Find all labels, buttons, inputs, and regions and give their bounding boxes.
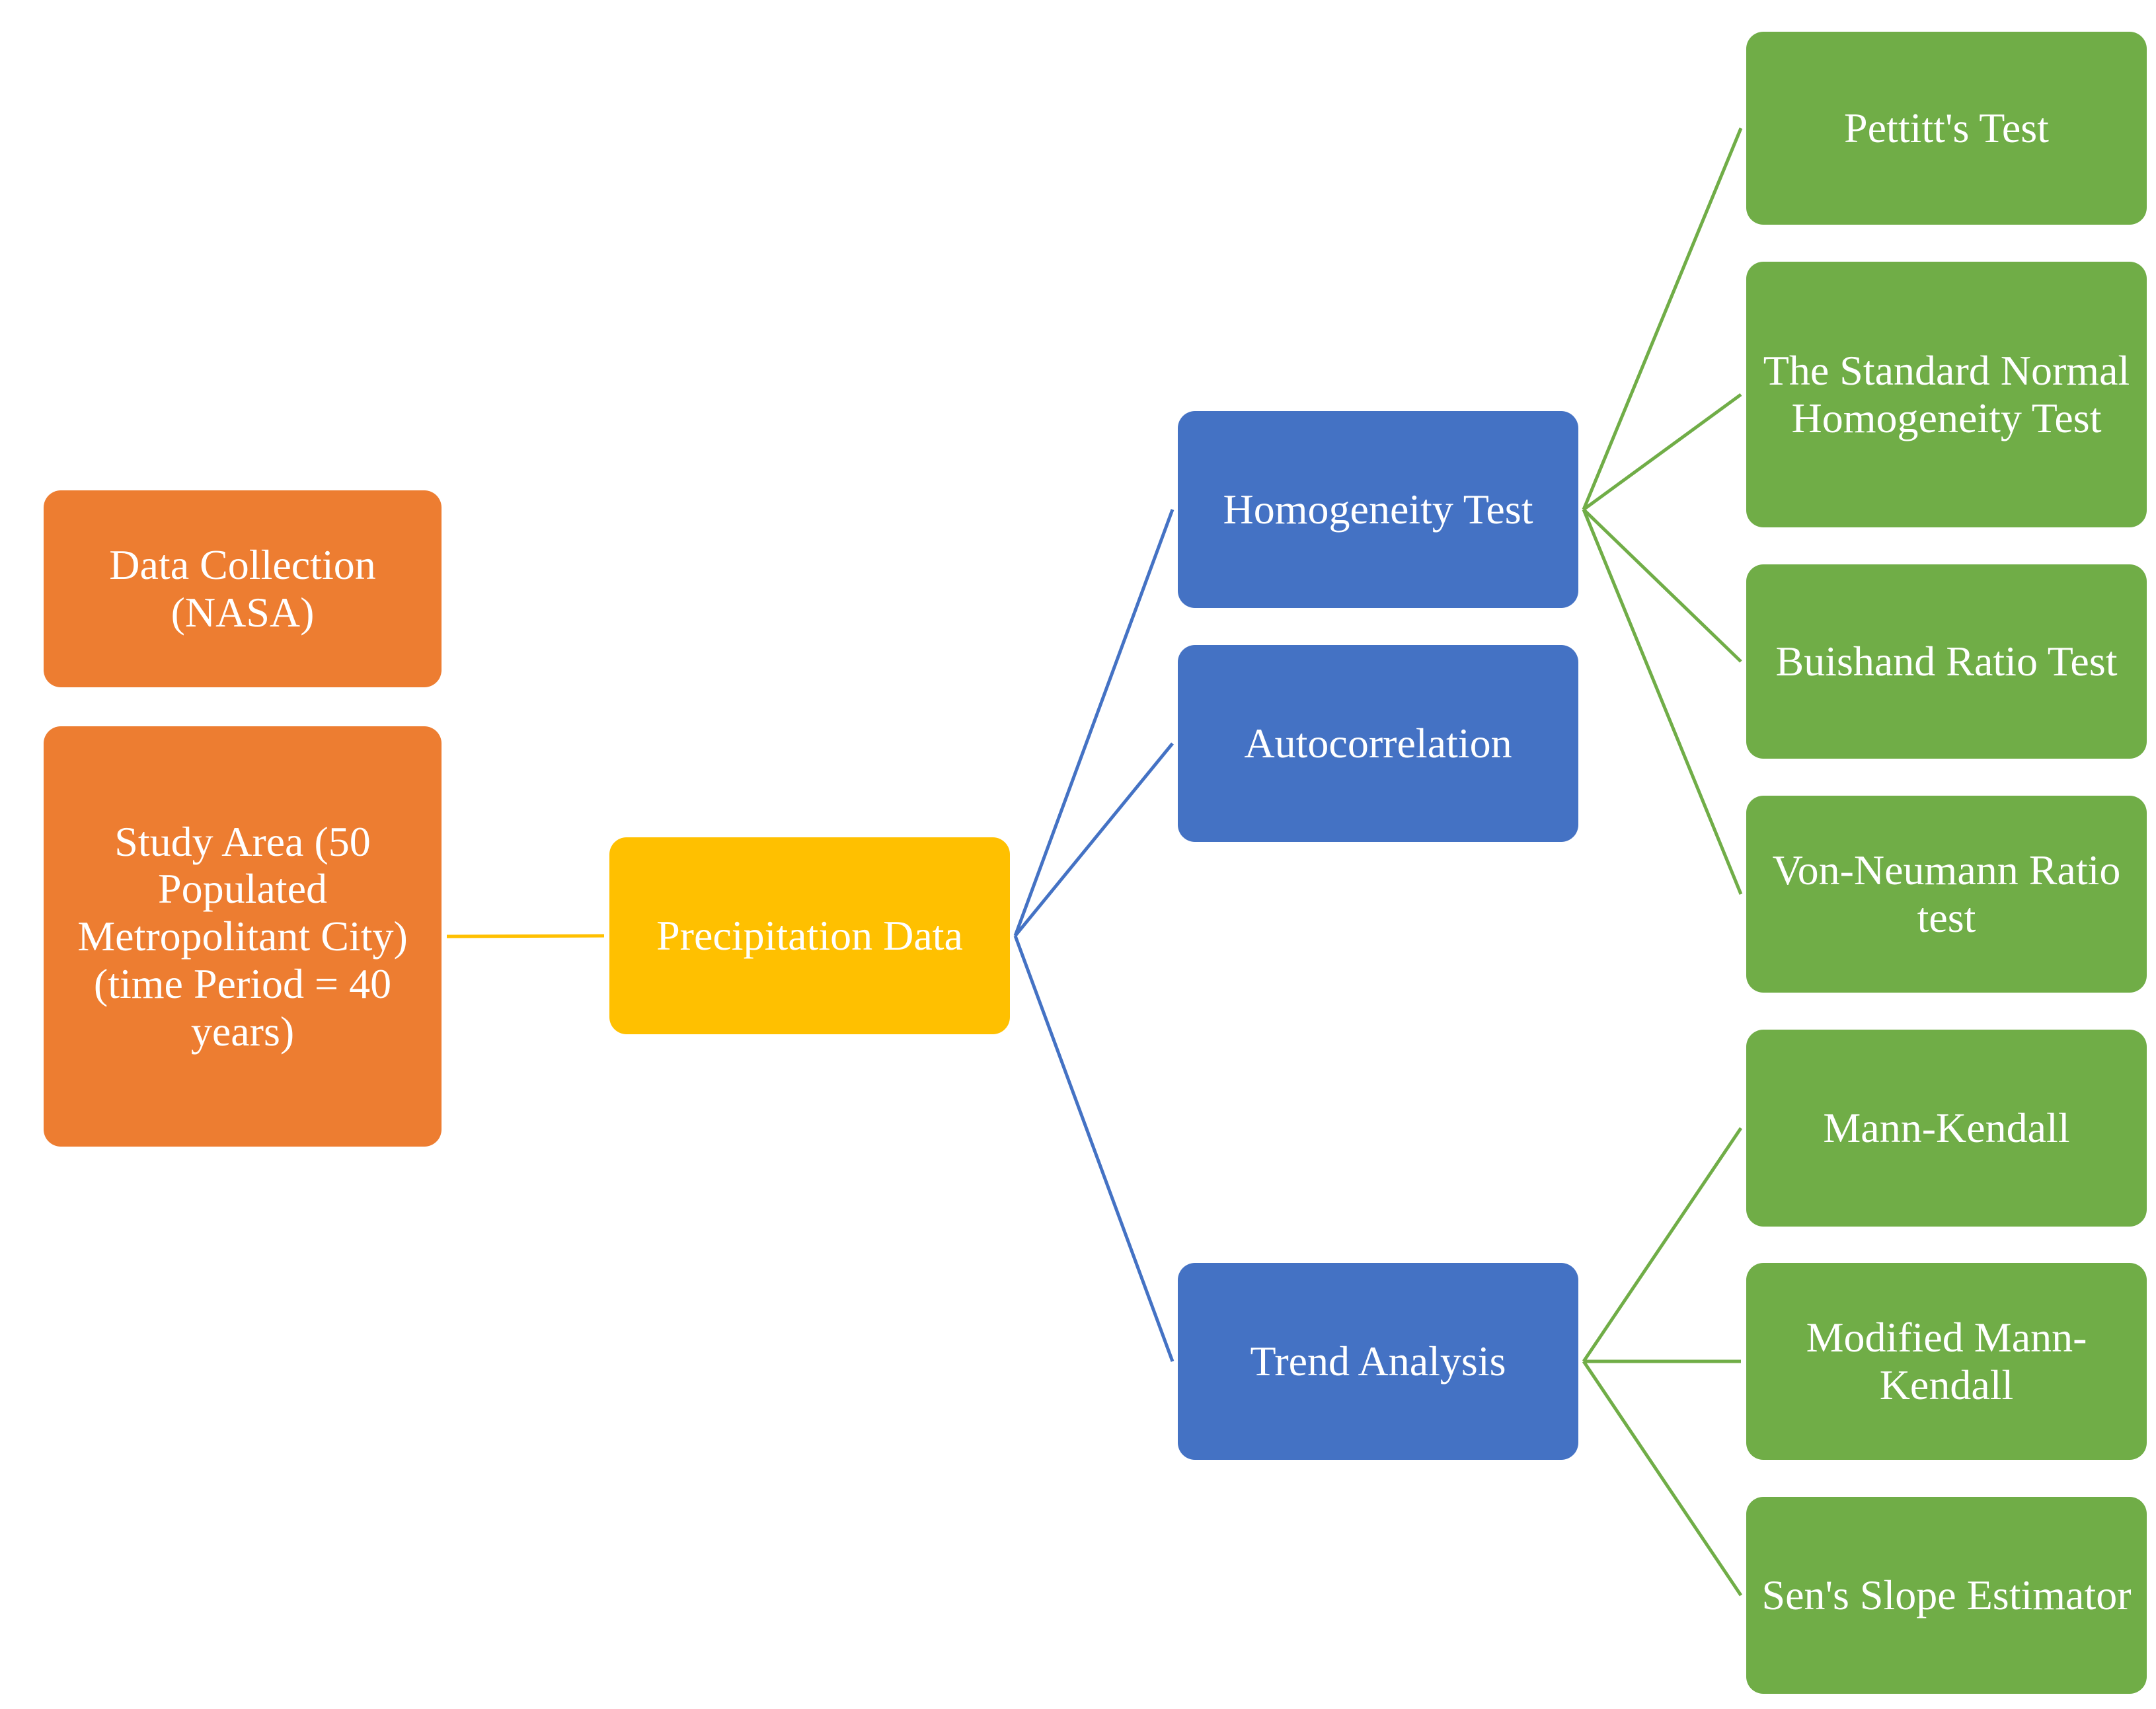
trend-analysis-node: Trend Analysis	[1178, 1263, 1578, 1460]
connector-homogeneity-to-pettitt	[1582, 128, 1743, 510]
connector-precipitation-to-trend	[1013, 935, 1174, 1362]
connector-homogeneity-to-vonneumann	[1582, 509, 1743, 895]
data-collection-label: Data Collection (NASA)	[109, 541, 376, 636]
mann-kendall-node: Mann-Kendall	[1746, 1030, 2147, 1227]
homogeneity-test-node: Homogeneity Test	[1178, 411, 1578, 608]
connector-homogeneity-to-buishand	[1582, 508, 1742, 663]
autocorrelation-node: Autocorrelation	[1178, 645, 1578, 842]
mann-kendall-label: Mann-Kendall	[1823, 1104, 2070, 1152]
connector-precipitation-to-autocorrelation	[1014, 742, 1174, 937]
pettitt-test-node: Pettitt's Test	[1746, 32, 2147, 225]
precipitation-data-node: Precipitation Data	[609, 837, 1010, 1034]
study-area-label: Study Area (50 Populated Metropolitant C…	[77, 817, 408, 1055]
precipitation-data-label: Precipitation Data	[656, 912, 963, 960]
snht-node: The Standard Normal Homogeneity Test	[1746, 262, 2147, 527]
trend-analysis-label: Trend Analysis	[1250, 1338, 1506, 1385]
von-neumann-ratio-test-node: Von-Neumann Ratio test	[1746, 796, 2147, 993]
sens-slope-estimator-node: Sen's Slope Estimator	[1746, 1497, 2147, 1694]
von-neumann-ratio-test-label: Von-Neumann Ratio test	[1772, 847, 2121, 941]
buishand-ratio-test-node: Buishand Ratio Test	[1746, 564, 2147, 759]
homogeneity-test-label: Homogeneity Test	[1223, 486, 1533, 533]
connector-trend-to-mk	[1582, 1127, 1743, 1363]
pettitt-test-label: Pettitt's Test	[1844, 104, 2049, 152]
study-area-node: Study Area (50 Populated Metropolitant C…	[44, 726, 442, 1147]
connector-precipitation-to-homogeneity	[1013, 509, 1174, 936]
connector-trend-to-sens	[1582, 1360, 1743, 1597]
snht-label: The Standard Normal Homogeneity Test	[1763, 347, 2130, 441]
connector-homogeneity-to-snht	[1582, 393, 1742, 512]
autocorrelation-label: Autocorrelation	[1244, 720, 1512, 767]
data-collection-node: Data Collection (NASA)	[44, 490, 442, 687]
modified-mann-kendall-label: Modified Mann-Kendall	[1806, 1314, 2087, 1408]
sens-slope-estimator-label: Sen's Slope Estimator	[1761, 1572, 2132, 1619]
modified-mann-kendall-node: Modified Mann-Kendall	[1746, 1263, 2147, 1460]
buishand-ratio-test-label: Buishand Ratio Test	[1775, 638, 2118, 685]
